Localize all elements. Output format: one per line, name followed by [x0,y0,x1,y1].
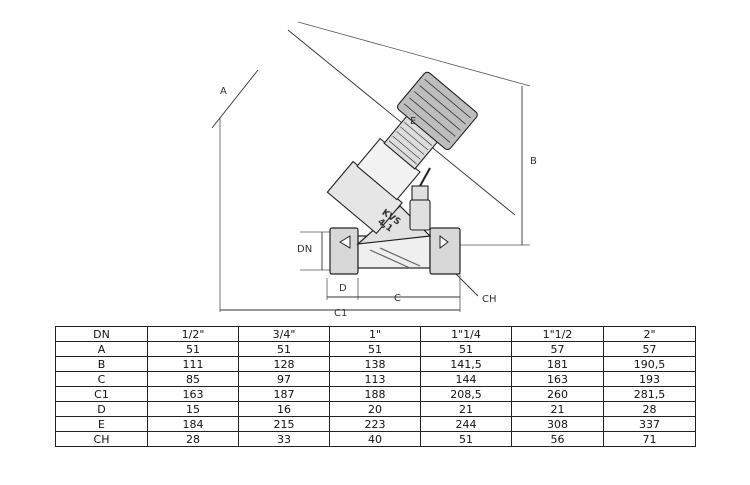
table-header-cell: 3/4" [238,326,330,342]
table-cell: 128 [238,356,330,372]
dimension-label-c: C [394,293,401,304]
table-header-cell: 1"1/2 [511,326,604,342]
table-cell: 184 [147,416,239,432]
table-cell: 57 [511,341,604,357]
table-cell: 20 [329,401,421,417]
table-cell: 163 [511,371,604,387]
table-cell: 85 [147,371,239,387]
table-row: C 85 97 113 144 163 193 [55,371,696,387]
table-row: A 51 51 51 51 57 57 [55,341,696,357]
dimension-label-dn: DN [297,244,312,255]
dimension-line-a [211,69,259,129]
table-cell: 57 [603,341,696,357]
table-cell: C [55,371,148,387]
table-cell: CH [55,431,148,447]
table-cell: C1 [55,386,148,402]
table-cell: 51 [329,341,421,357]
table-cell: 190,5 [603,356,696,372]
table-cell: 21 [420,401,512,417]
table-cell: 56 [511,431,604,447]
table-row: CH 28 33 40 51 56 71 [55,431,696,447]
table-cell: 223 [329,416,421,432]
table-cell: 51 [238,341,330,357]
dimension-label-e: E [410,116,416,127]
table-header-cell: DN [55,326,148,342]
table-cell: 33 [238,431,330,447]
table-cell: 16 [238,401,330,417]
table-row: C1 163 187 188 208,5 260 281,5 [55,386,696,402]
table-cell: 141,5 [420,356,512,372]
dimension-label-ch: CH [482,294,497,305]
table-cell: 308 [511,416,604,432]
flow-arrow-icon [339,235,449,249]
table-header-cell: 1" [329,326,421,342]
table-cell: 188 [329,386,421,402]
table-header-row: DN 1/2" 3/4" 1" 1"1/4 1"1/2 2" [55,326,696,342]
table-cell: 187 [238,386,330,402]
valve-body [329,205,461,275]
table-row: D 15 16 20 21 21 28 [55,401,696,417]
valve-technical-drawing: KVS 4,1 A E B DN D C C1 CH [211,21,537,319]
table-cell: 281,5 [603,386,696,402]
table-cell: 97 [238,371,330,387]
table-cell: 260 [511,386,604,402]
table-cell: 337 [603,416,696,432]
table-cell: 71 [603,431,696,447]
dimension-label-c1: C1 [334,308,347,319]
table-row: B 111 128 138 141,5 181 190,5 [55,356,696,372]
table-row: E 184 215 223 244 308 337 [55,416,696,432]
table-cell: 51 [147,341,239,357]
dimension-label-b: B [530,156,537,167]
table-cell: 144 [420,371,512,387]
table-cell: 163 [147,386,239,402]
table-cell: 244 [420,416,512,432]
table-cell: 51 [420,431,512,447]
table-cell: 215 [238,416,330,432]
table-cell: B [55,356,148,372]
table-cell: 40 [329,431,421,447]
table-cell: 28 [147,431,239,447]
dimension-label-d: D [339,283,347,294]
table-cell: 181 [511,356,604,372]
table-cell: 193 [603,371,696,387]
table-cell: 208,5 [420,386,512,402]
table-cell: A [55,341,148,357]
table-header-cell: 2" [603,326,696,342]
table-cell: D [55,401,148,417]
table-cell: 138 [329,356,421,372]
table-cell: 51 [420,341,512,357]
table-header-cell: 1/2" [147,326,239,342]
table-cell: 113 [329,371,421,387]
table-cell: 15 [147,401,239,417]
table-cell: 111 [147,356,239,372]
table-cell: E [55,416,148,432]
table-header-cell: 1"1/4 [420,326,512,342]
drain-tap [409,167,431,231]
dimensions-table: DN 1/2" 3/4" 1" 1"1/4 1"1/2 2" A 51 51 5… [55,326,696,447]
dimension-label-a: A [220,86,227,97]
table-cell: 28 [603,401,696,417]
valve-bonnet [326,71,478,235]
table-cell: 21 [511,401,604,417]
